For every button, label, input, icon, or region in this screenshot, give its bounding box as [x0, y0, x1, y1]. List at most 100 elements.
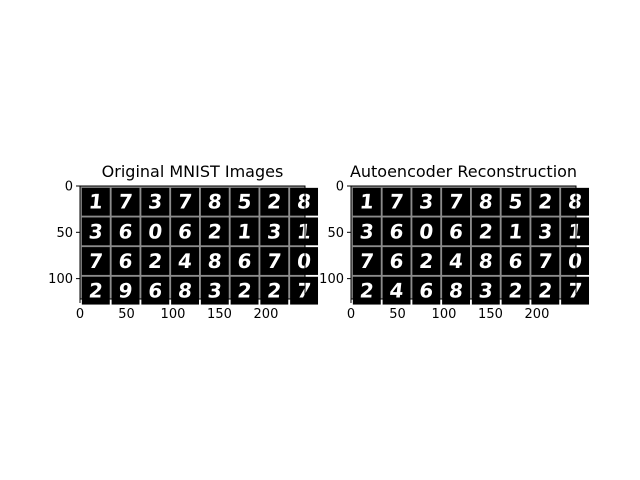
- digit-cell: [230, 247, 259, 275]
- digit-cell: [561, 217, 590, 246]
- digit-glyph: 6: [388, 219, 404, 243]
- x-tick-label: 150: [478, 307, 503, 322]
- digit-glyph: 2: [478, 219, 494, 243]
- digit-glyph: 7: [537, 249, 553, 273]
- digit-glyph: 1: [88, 190, 104, 214]
- digit-glyph: 6: [177, 219, 193, 243]
- digit-cell: [260, 217, 289, 246]
- digit-glyph: 3: [418, 190, 434, 214]
- digit-glyph: 7: [567, 279, 583, 303]
- digit-cell: [290, 217, 319, 246]
- y-tick-label: 0: [65, 180, 73, 195]
- digit-glyph: 3: [88, 219, 104, 243]
- digit-cell: [442, 276, 471, 305]
- digit-cell: [141, 276, 170, 305]
- digit-glyph: 6: [117, 249, 133, 273]
- digit-glyph: 6: [418, 279, 434, 303]
- x-tick-label: 50: [118, 307, 135, 322]
- digit-cell: [200, 217, 229, 246]
- digit-cell: [200, 276, 229, 305]
- digit-glyph: 7: [177, 190, 193, 214]
- digit-glyph: 2: [359, 279, 375, 303]
- digit-cell: [111, 187, 140, 216]
- digit-cell: [442, 247, 471, 275]
- digit-glyph: 3: [537, 219, 553, 243]
- digit-glyph: 3: [147, 190, 163, 214]
- digit-cell: [501, 187, 530, 216]
- digit-cell: [501, 276, 530, 305]
- digit-cell: [412, 217, 441, 246]
- digit-glyph: 1: [507, 219, 523, 243]
- x-tick-label: 200: [254, 307, 279, 322]
- digit-glyph: 2: [266, 279, 282, 303]
- digit-glyph: 8: [478, 249, 494, 273]
- digit-cell: [141, 247, 170, 275]
- digit-glyph: 2: [266, 190, 282, 214]
- digit-glyph: 8: [567, 190, 583, 214]
- y-tick-label: 0: [336, 180, 344, 195]
- digit-cell: [81, 187, 110, 216]
- digit-glyph: 0: [418, 219, 434, 243]
- digit-cell: [471, 276, 500, 305]
- digit-glyph: 0: [296, 249, 312, 273]
- digit-cell: [290, 247, 319, 275]
- axes-frame: [350, 185, 577, 300]
- digit-glyph: 0: [147, 219, 163, 243]
- digit-cell: [81, 247, 110, 275]
- digit-glyph: 6: [147, 279, 163, 303]
- digit-glyph: 6: [388, 249, 404, 273]
- digit-glyph: 3: [207, 279, 223, 303]
- digit-glyph: 6: [236, 249, 252, 273]
- digit-glyph: 6: [448, 219, 464, 243]
- digit-glyph: 8: [296, 190, 312, 214]
- digit-cell: [471, 217, 500, 246]
- digit-glyph: 8: [478, 190, 494, 214]
- x-tick-label: 100: [432, 307, 457, 322]
- digit-glyph: 4: [448, 249, 464, 273]
- digit-cell: [471, 187, 500, 216]
- y-tick-label: 100: [48, 272, 73, 287]
- digit-cell: [531, 187, 560, 216]
- digit-cell: [171, 187, 200, 216]
- digit-cell: [561, 187, 590, 216]
- digit-glyph: 8: [207, 190, 223, 214]
- digit-glyph: 2: [147, 249, 163, 273]
- digit-glyph: 2: [236, 279, 252, 303]
- digit-glyph: 7: [448, 190, 464, 214]
- digit-cell: [230, 187, 259, 216]
- x-tick-label: 200: [525, 307, 550, 322]
- digit-glyph: 7: [359, 249, 375, 273]
- digit-cell: [412, 187, 441, 216]
- digit-glyph: 1: [236, 219, 252, 243]
- digit-cell: [501, 247, 530, 275]
- x-tick-label: 0: [347, 307, 355, 322]
- digit-cell: [111, 247, 140, 275]
- digit-glyph: 0: [567, 249, 583, 273]
- digit-cell: [171, 276, 200, 305]
- digit-glyph: 4: [177, 249, 193, 273]
- digit-glyph: 1: [359, 190, 375, 214]
- digit-cell: [531, 217, 560, 246]
- digit-glyph: 2: [537, 190, 553, 214]
- x-tick-label: 50: [389, 307, 406, 322]
- digit-cell: [111, 276, 140, 305]
- digit-glyph: 3: [478, 279, 494, 303]
- digit-cell: [81, 276, 110, 305]
- digit-glyph: 7: [388, 190, 404, 214]
- digit-glyph: 8: [207, 249, 223, 273]
- digit-cell: [200, 247, 229, 275]
- digit-cell: [171, 217, 200, 246]
- digit-cell: [412, 247, 441, 275]
- digit-cell: [111, 217, 140, 246]
- digit-cell: [200, 187, 229, 216]
- digit-cell: [442, 217, 471, 246]
- digit-glyph: 7: [266, 249, 282, 273]
- digit-glyph: 7: [88, 249, 104, 273]
- digit-glyph: 2: [207, 219, 223, 243]
- digit-glyph: 2: [88, 279, 104, 303]
- digit-cell: [290, 187, 319, 216]
- digit-cell: [141, 217, 170, 246]
- subplot-title: Original MNIST Images: [102, 162, 284, 181]
- digit-cell: [412, 276, 441, 305]
- digit-cell: [471, 247, 500, 275]
